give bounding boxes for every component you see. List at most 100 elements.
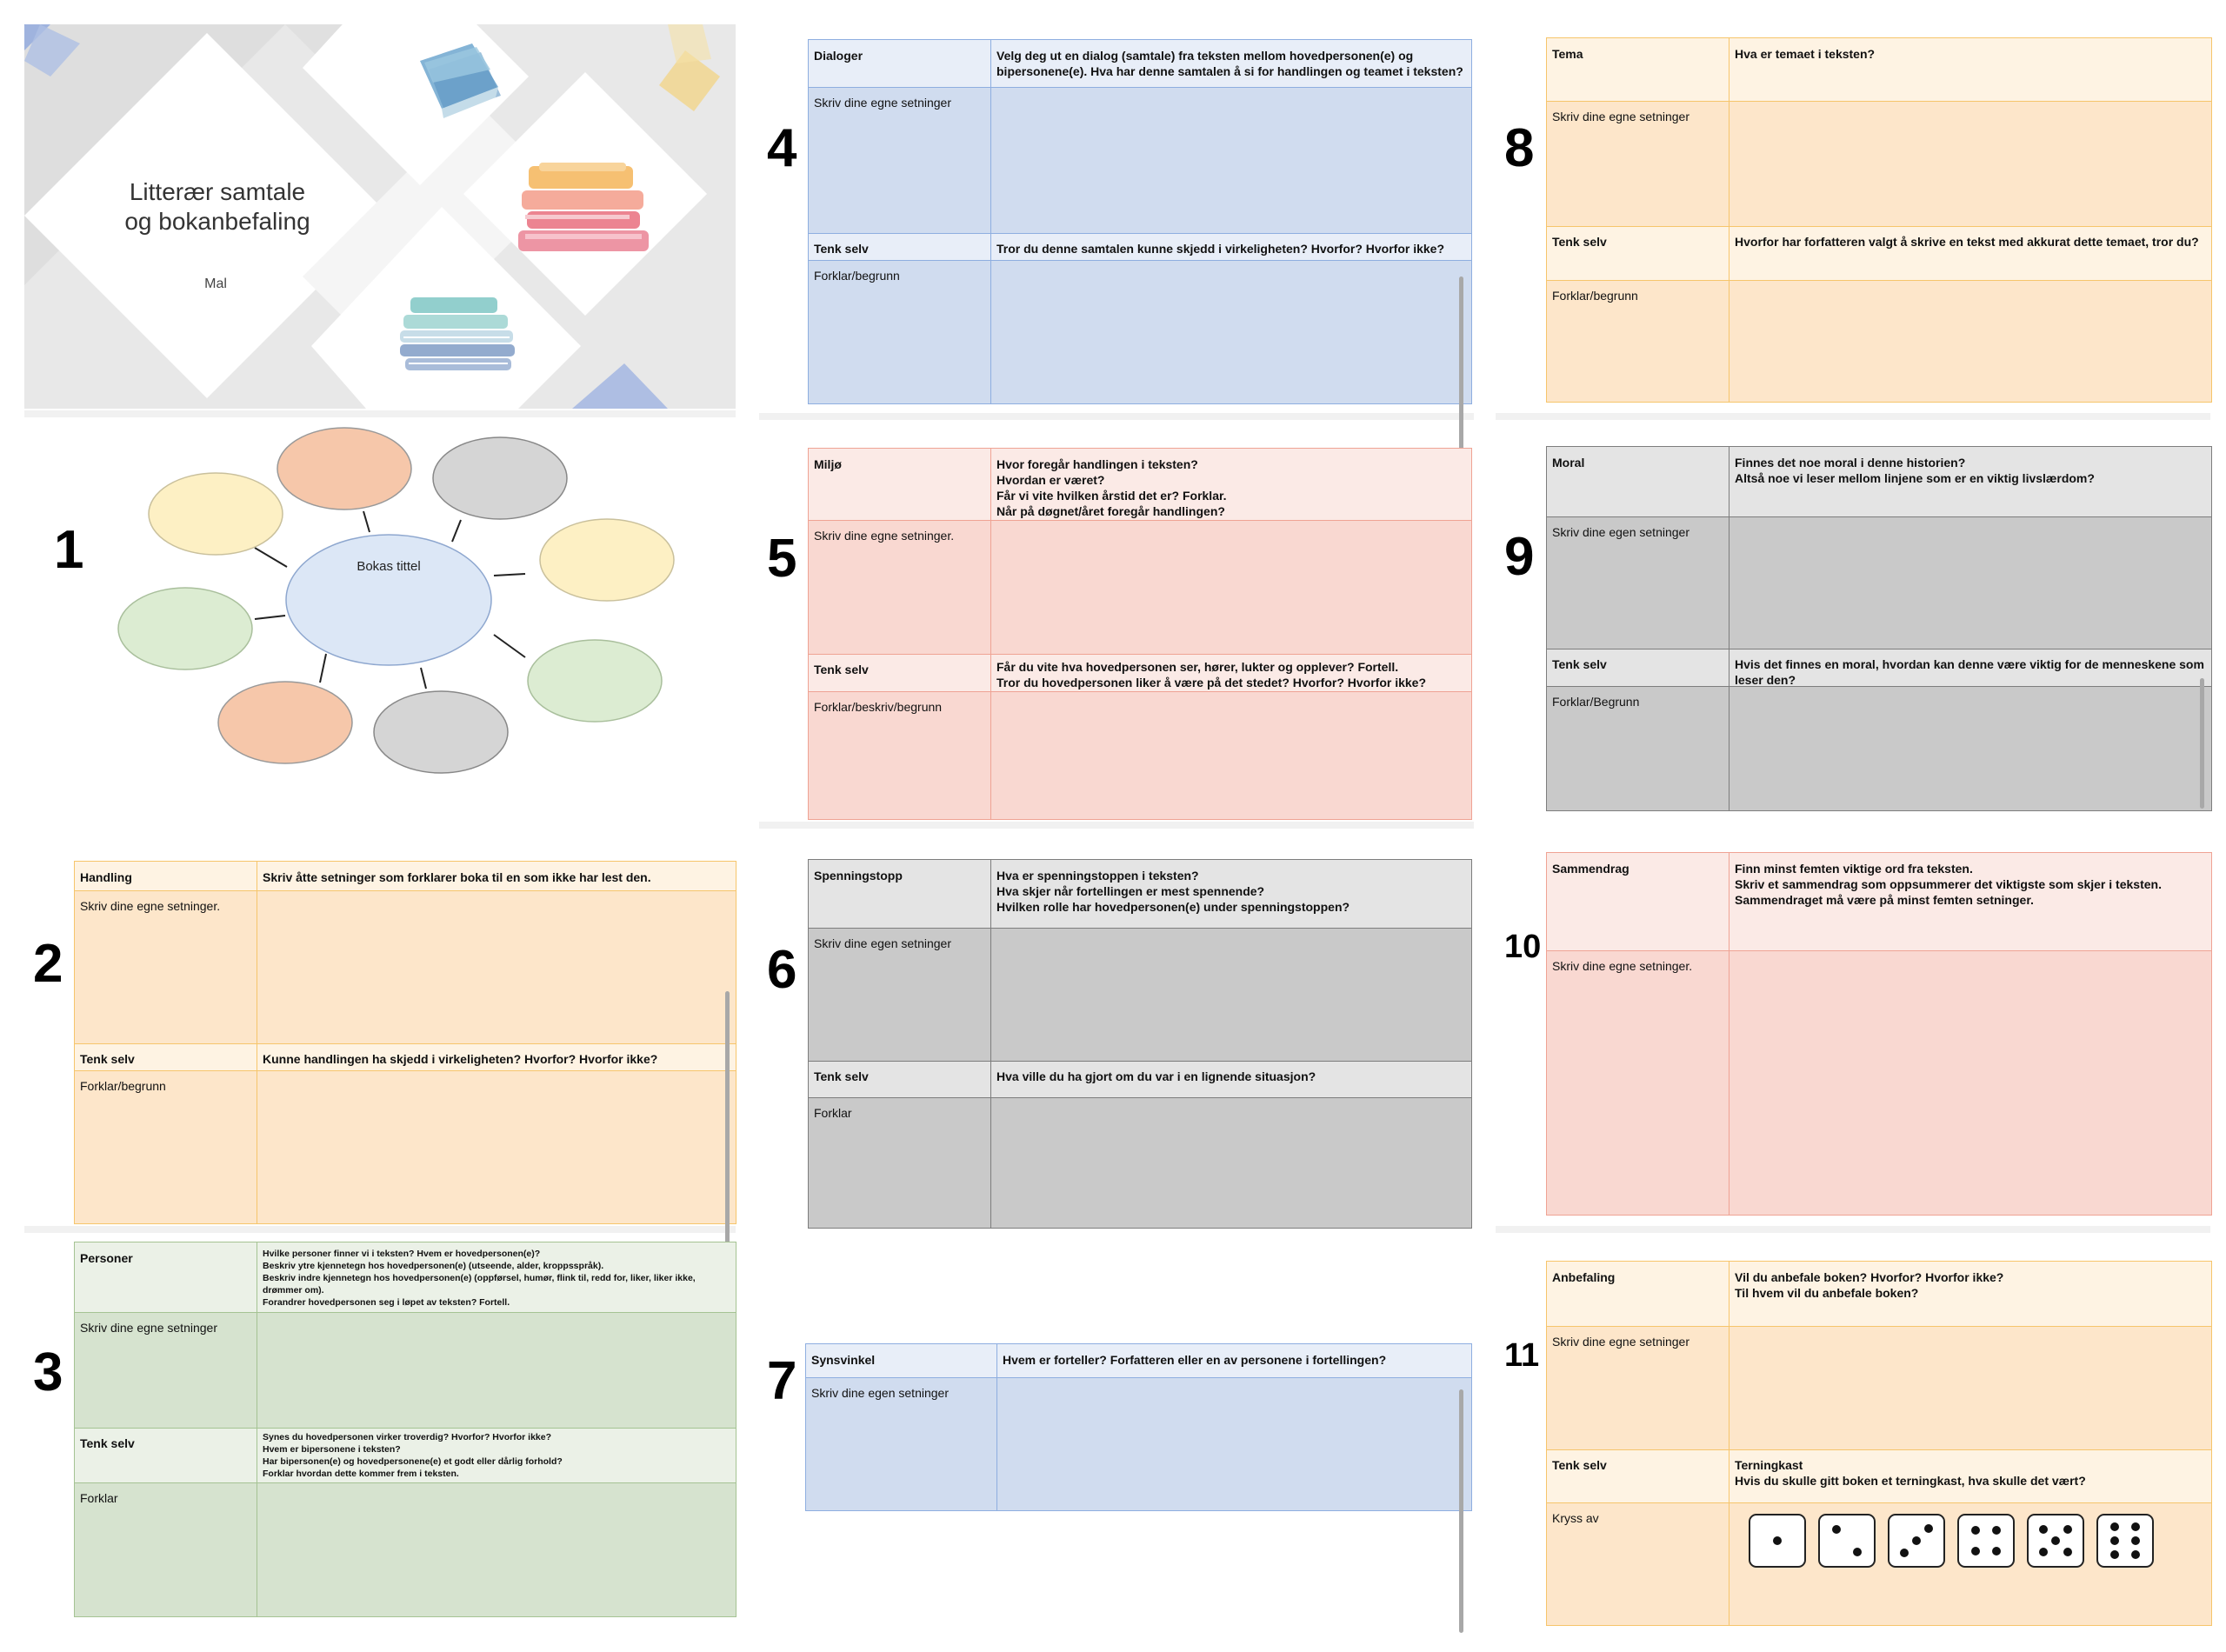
check-row[interactable]: Kryss av: [1547, 1502, 2211, 1625]
explain-row[interactable]: Forklar/begrunn: [809, 260, 1471, 403]
check-label: Kryss av: [1552, 1511, 1599, 1525]
row-question: Finn minst femten viktige ord fra tekste…: [1735, 862, 2162, 907]
dice-pip: [2039, 1547, 2049, 1556]
slide-number: 2: [33, 934, 63, 994]
write-row[interactable]: Skriv dine egne setninger.: [75, 890, 736, 1043]
dice-pip: [1992, 1546, 2002, 1555]
row-question: Tror du denne samtalen kunne skjedd i vi…: [996, 242, 1445, 256]
row-question: Velg deg ut en dialog (samtale) fra teks…: [996, 49, 1463, 78]
dice-face-3[interactable]: [1888, 1514, 1945, 1568]
write-label: Skriv dine egne setninger.: [814, 529, 955, 543]
write-label: Skriv dine egne setninger.: [80, 899, 221, 913]
slide-number: 10: [1504, 929, 1542, 965]
row-question: Synes du hovedpersonen virker troverdig?…: [263, 1432, 563, 1479]
explain-row[interactable]: Forklar/beskriv/begrunn: [809, 691, 1471, 819]
row-label: Synsvinkel: [811, 1353, 876, 1367]
dice-pip: [2131, 1536, 2141, 1545]
dice-face-2[interactable]: [1818, 1514, 1876, 1568]
dice-pip: [2063, 1525, 2072, 1535]
think-row: Tenk selv Tror du denne samtalen kunne s…: [809, 233, 1471, 260]
slide5-table[interactable]: Miljø Hvor foregår handlingen i teksten?…: [808, 448, 1472, 820]
write-row[interactable]: Skriv dine egne setninger.: [809, 520, 1471, 654]
dice-face-5[interactable]: [2027, 1514, 2084, 1568]
dice-pip: [1923, 1524, 1933, 1534]
dice-pip: [1970, 1546, 1980, 1555]
explain-row[interactable]: Forklar: [75, 1482, 736, 1616]
table-header-row: Tema Hva er temaet i teksten?: [1547, 38, 2211, 101]
table-header-row: Anbefaling Vil du anbefale boken? Hvorfo…: [1547, 1262, 2211, 1326]
row-label: Tenk selv: [814, 1069, 869, 1083]
slide2-table[interactable]: Handling Skriv åtte setninger som forkla…: [74, 861, 736, 1224]
dice-pip: [1970, 1526, 1980, 1535]
dice-face-4[interactable]: [1957, 1514, 2015, 1568]
slide11-table[interactable]: Anbefaling Vil du anbefale boken? Hvorfo…: [1546, 1261, 2212, 1626]
dice-row[interactable]: [1749, 1514, 2183, 1575]
explain-label: Forklar/Begrunn: [1552, 695, 1640, 709]
slide7-table[interactable]: Synsvinkel Hvem er forteller? Forfattere…: [805, 1343, 1472, 1511]
think-row: Tenk selv Hva ville du ha gjort om du va…: [809, 1061, 1471, 1097]
write-row[interactable]: Skriv dine egen setninger: [809, 928, 1471, 1061]
explain-row[interactable]: Forklar/begrunn: [75, 1070, 736, 1223]
row-question: Terningkast Hvis du skulle gitt boken et…: [1735, 1458, 2086, 1488]
slide8-table[interactable]: Tema Hva er temaet i teksten? Skriv dine…: [1546, 37, 2212, 403]
row-label: Tenk selv: [80, 1436, 135, 1450]
table-header-row: Synsvinkel Hvem er forteller? Forfattere…: [806, 1344, 1471, 1377]
dice-pip: [1831, 1525, 1841, 1535]
row-label: Handling: [80, 870, 132, 884]
title-slide[interactable]: Litterær samtale og bokanbefaling Mal: [24, 24, 736, 409]
explain-row[interactable]: Forklar: [809, 1097, 1471, 1228]
slide4-table[interactable]: Dialoger Velg deg ut en dialog (samtale)…: [808, 39, 1472, 404]
dice-pip: [2109, 1522, 2119, 1531]
table-header-row: Dialoger Velg deg ut en dialog (samtale)…: [809, 40, 1471, 87]
row-question: Finnes det noe moral i denne historien? …: [1735, 456, 2095, 485]
row-question: Hva er temaet i teksten?: [1735, 47, 1876, 61]
write-row[interactable]: Skriv dine egne setninger: [1547, 101, 2211, 226]
write-row[interactable]: Skriv dine egne setninger.: [1547, 950, 2211, 1215]
write-row[interactable]: Skriv dine egne setninger: [809, 87, 1471, 233]
slide-divider: [24, 1226, 736, 1233]
think-row: Tenk selv Hvis det finnes en moral, hvor…: [1547, 649, 2211, 687]
mindmap-bubble: [432, 436, 568, 520]
scrollbar[interactable]: [725, 991, 730, 1382]
slide-number: 8: [1504, 118, 1535, 178]
explain-row[interactable]: Forklar/begrunn: [1547, 280, 2211, 402]
write-row[interactable]: Skriv dine egne setninger: [75, 1312, 736, 1428]
row-question: Får du vite hva hovedpersonen ser, hører…: [996, 660, 1427, 689]
slide3-table[interactable]: Personer Hvilke personer finner vi i tek…: [74, 1242, 736, 1617]
dice-face-1[interactable]: [1749, 1514, 1806, 1568]
row-label: Tenk selv: [814, 663, 869, 676]
explain-row[interactable]: Forklar/Begrunn: [1547, 686, 2211, 810]
slide-subtitle: Mal: [204, 276, 227, 291]
mindmap-bubble: [373, 690, 509, 774]
slide9-table[interactable]: Moral Finnes det noe moral i denne histo…: [1546, 446, 2212, 811]
explain-label: Forklar: [80, 1491, 118, 1505]
dice-pip: [2131, 1550, 2141, 1560]
write-row[interactable]: Skriv dine egen setninger: [806, 1377, 1471, 1510]
row-label: Tenk selv: [80, 1052, 135, 1066]
explain-label: Forklar/begrunn: [80, 1079, 166, 1093]
think-row: Tenk selv Terningkast Hvis du skulle git…: [1547, 1449, 2211, 1502]
table-header-row: Personer Hvilke personer finner vi i tek…: [75, 1242, 736, 1312]
books-illustration-blue: [420, 43, 501, 118]
dice-pip: [2063, 1547, 2072, 1556]
table-header-row: Moral Finnes det noe moral i denne histo…: [1547, 447, 2211, 516]
scrollbar[interactable]: [2200, 678, 2204, 809]
dice-face-6[interactable]: [2096, 1514, 2154, 1568]
write-row[interactable]: Skriv dine egne setninger: [1547, 1326, 2211, 1449]
mindmap-center: [285, 534, 492, 666]
dice-pip: [2051, 1536, 2060, 1545]
scrollbar[interactable]: [1459, 1389, 1463, 1633]
slide-divider: [759, 413, 1474, 420]
slide-number: 1: [54, 520, 84, 580]
mindmap-diagram[interactable]: Bokas tittel: [96, 417, 739, 783]
think-row: Tenk selv Hvorfor har forfatteren valgt …: [1547, 226, 2211, 280]
write-row[interactable]: Skriv dine egen setninger: [1547, 516, 2211, 649]
slide-number: 3: [33, 1342, 63, 1402]
row-question: Hva ville du ha gjort om du var i en lig…: [996, 1069, 1316, 1083]
slide10-table[interactable]: Sammendrag Finn minst femten viktige ord…: [1546, 852, 2212, 1216]
slide6-table[interactable]: Spenningstopp Hva er spenningstoppen i t…: [808, 859, 1472, 1229]
slide-number: 11: [1504, 1337, 1540, 1374]
mindmap-bubble: [117, 587, 253, 670]
slide-number: 6: [767, 940, 797, 1000]
row-question: Vil du anbefale boken? Hvorfor? Hvorfor …: [1735, 1270, 2004, 1300]
